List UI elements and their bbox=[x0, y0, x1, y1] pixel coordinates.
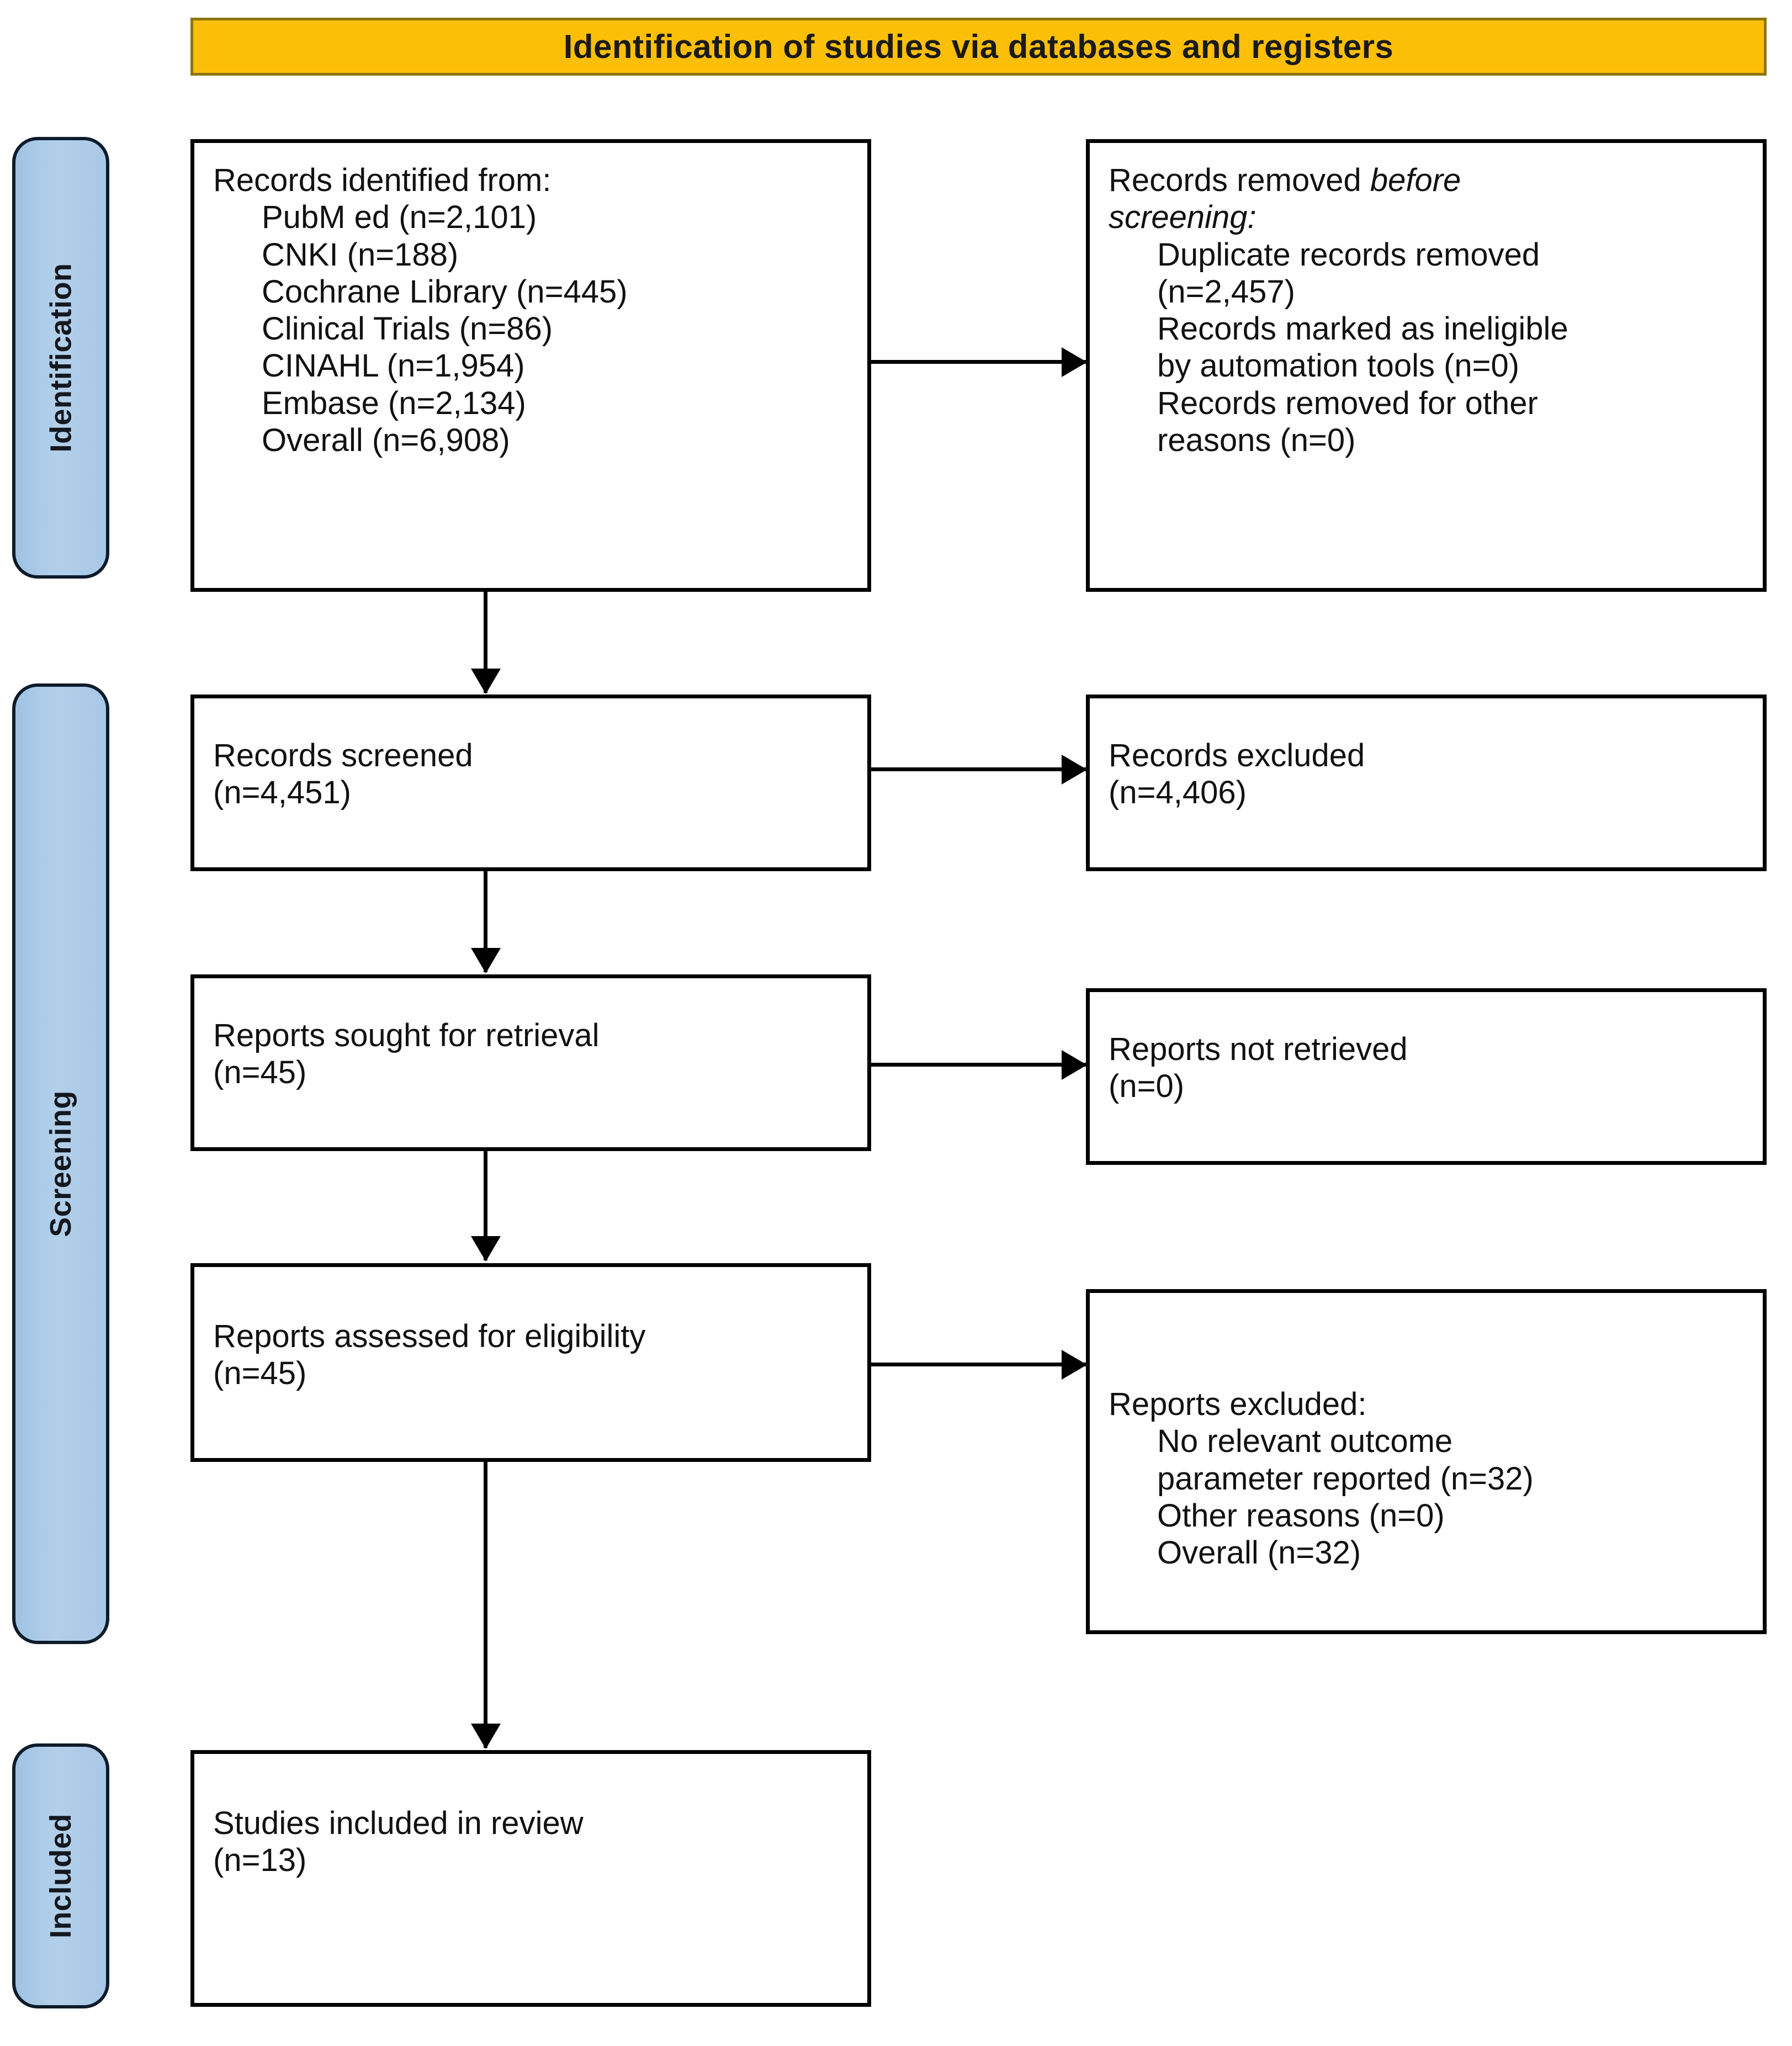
arrow-assessed-to-included bbox=[470, 1462, 501, 1749]
reports-excluded-item-no-outcome: No relevant outcome bbox=[1157, 1423, 1453, 1460]
records-identified-item-embase: Embase (n=2,134) bbox=[262, 385, 526, 421]
stage-pill-identification: Identification bbox=[12, 137, 109, 579]
reports-not-retrieved-count: (n=0) bbox=[1109, 1068, 1185, 1105]
arrow-identified-to-screened bbox=[470, 592, 501, 694]
stage-pill-included: Included bbox=[12, 1743, 109, 2008]
records-identified-item-cochrane: Cochrane Library (n=445) bbox=[262, 273, 628, 310]
arrow-head bbox=[1062, 754, 1087, 785]
box-reports-assessed: Reports assessed for eligibility (n=45) bbox=[190, 1263, 871, 1462]
records-removed-item-duplicate: Duplicate records removed bbox=[1157, 236, 1540, 273]
arrow-head bbox=[470, 948, 501, 973]
box-reports-sought: Reports sought for retrieval (n=45) bbox=[190, 974, 871, 1151]
box-studies-included: Studies included in review (n=13) bbox=[190, 1750, 871, 2007]
records-identified-title: Records identified from: bbox=[213, 162, 552, 198]
reports-sought-count: (n=45) bbox=[213, 1054, 307, 1091]
arrow-screened-to-sought bbox=[470, 871, 501, 973]
records-removed-title-emphasis: before bbox=[1370, 162, 1461, 198]
arrow-head bbox=[470, 1236, 501, 1261]
stage-pill-screening: Screening bbox=[12, 683, 109, 1644]
arrow-shaft bbox=[871, 360, 1086, 364]
records-removed-title-emphasis-cont: screening: bbox=[1109, 199, 1256, 236]
records-identified-item-overall: Overall (n=6,908) bbox=[262, 422, 510, 458]
box-records-excluded: Records excluded (n=4,406) bbox=[1086, 695, 1767, 871]
records-removed-item-ineligible-cont: by automation tools (n=0) bbox=[1157, 348, 1520, 384]
stage-label-identification: Identification bbox=[44, 263, 77, 453]
arrow-head bbox=[470, 1724, 501, 1749]
records-removed-item-ineligible: Records marked as ineligible bbox=[1157, 311, 1568, 347]
studies-included-label: Studies included in review bbox=[213, 1805, 584, 1841]
records-identified-item-pubmed: PubM ed (n=2,101) bbox=[262, 199, 537, 236]
reports-excluded-title: Reports excluded: bbox=[1109, 1386, 1367, 1422]
records-removed-title: Records removed before bbox=[1109, 162, 1746, 199]
arrow-sought-to-not-retrieved bbox=[871, 1049, 1087, 1080]
reports-assessed-label: Reports assessed for eligibility bbox=[213, 1318, 646, 1354]
records-identified-item-cinahl: CINAHL (n=1,954) bbox=[262, 348, 525, 384]
records-screened-label: Records screened bbox=[213, 738, 473, 773]
stage-label-included: Included bbox=[44, 1813, 78, 1939]
arrow-head bbox=[1062, 347, 1087, 377]
studies-included-count: (n=13) bbox=[213, 1842, 307, 1879]
arrow-shaft bbox=[484, 1151, 487, 1260]
reports-not-retrieved-label: Reports not retrieved bbox=[1109, 1031, 1408, 1067]
box-records-removed: Records removed before screening: Duplic… bbox=[1086, 139, 1767, 592]
arrow-identified-to-removed bbox=[871, 347, 1087, 377]
reports-excluded-item-no-outcome-cont: parameter reported (n=32) bbox=[1157, 1460, 1534, 1497]
arrow-sought-to-assessed bbox=[470, 1151, 501, 1261]
records-removed-item-duplicate-count: (n=2,457) bbox=[1157, 273, 1295, 310]
box-records-screened: Records screened (n=4,451) bbox=[190, 695, 871, 871]
records-removed-title-cont: screening: bbox=[1109, 199, 1746, 236]
arrow-shaft bbox=[484, 592, 487, 693]
records-excluded-count: (n=4,406) bbox=[1109, 775, 1247, 811]
records-removed-title-prefix: Records removed bbox=[1109, 162, 1370, 198]
diagram-header-band: Identification of studies via databases … bbox=[190, 18, 1767, 76]
reports-assessed-count: (n=45) bbox=[213, 1355, 307, 1392]
records-excluded-label: Records excluded bbox=[1109, 738, 1365, 773]
records-identified-item-cnki: CNKI (n=188) bbox=[262, 236, 459, 273]
arrow-shaft bbox=[484, 1462, 487, 1748]
arrow-shaft bbox=[484, 871, 487, 972]
arrow-head bbox=[1062, 1049, 1087, 1080]
arrow-shaft bbox=[871, 1363, 1086, 1366]
stage-label-screening: Screening bbox=[44, 1090, 77, 1237]
arrow-head bbox=[470, 669, 501, 694]
records-screened-count: (n=4,451) bbox=[213, 775, 351, 811]
box-reports-excluded-reasons: Reports excluded: No relevant outcome pa… bbox=[1086, 1289, 1767, 1634]
arrow-shaft bbox=[871, 767, 1086, 771]
reports-excluded-item-other: Other reasons (n=0) bbox=[1157, 1497, 1445, 1534]
arrow-assessed-to-excluded bbox=[871, 1349, 1087, 1380]
box-records-identified: Records identified from: PubM ed (n=2,10… bbox=[190, 139, 871, 592]
records-identified-item-clinicaltrials: Clinical Trials (n=86) bbox=[262, 311, 553, 347]
reports-excluded-item-overall: Overall (n=32) bbox=[1157, 1535, 1361, 1571]
arrow-head bbox=[1062, 1349, 1087, 1380]
records-removed-item-other-cont: reasons (n=0) bbox=[1157, 422, 1356, 458]
box-reports-not-retrieved: Reports not retrieved (n=0) bbox=[1086, 988, 1767, 1165]
records-removed-item-other: Records removed for other bbox=[1157, 385, 1538, 421]
diagram-title: Identification of studies via databases … bbox=[563, 28, 1394, 65]
arrow-screened-to-excluded bbox=[871, 754, 1087, 785]
reports-sought-label: Reports sought for retrieval bbox=[213, 1017, 600, 1053]
arrow-shaft bbox=[871, 1063, 1086, 1067]
